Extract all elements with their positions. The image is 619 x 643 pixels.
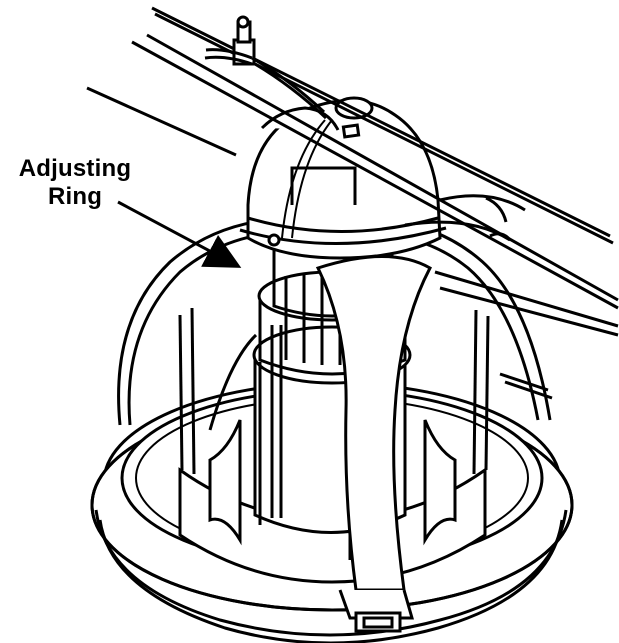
suspension-cable xyxy=(151,6,614,245)
center-arm xyxy=(315,255,433,633)
adjusting-ring-label: Adjusting Ring xyxy=(8,155,142,211)
adjusting-ring-callout-arrow xyxy=(117,200,242,268)
top-cap xyxy=(239,96,447,260)
hanging-tube xyxy=(86,33,619,337)
adjusting-ring-label-line2: Ring xyxy=(47,183,103,210)
adjusting-ring-label-line1: Adjusting xyxy=(18,155,132,182)
